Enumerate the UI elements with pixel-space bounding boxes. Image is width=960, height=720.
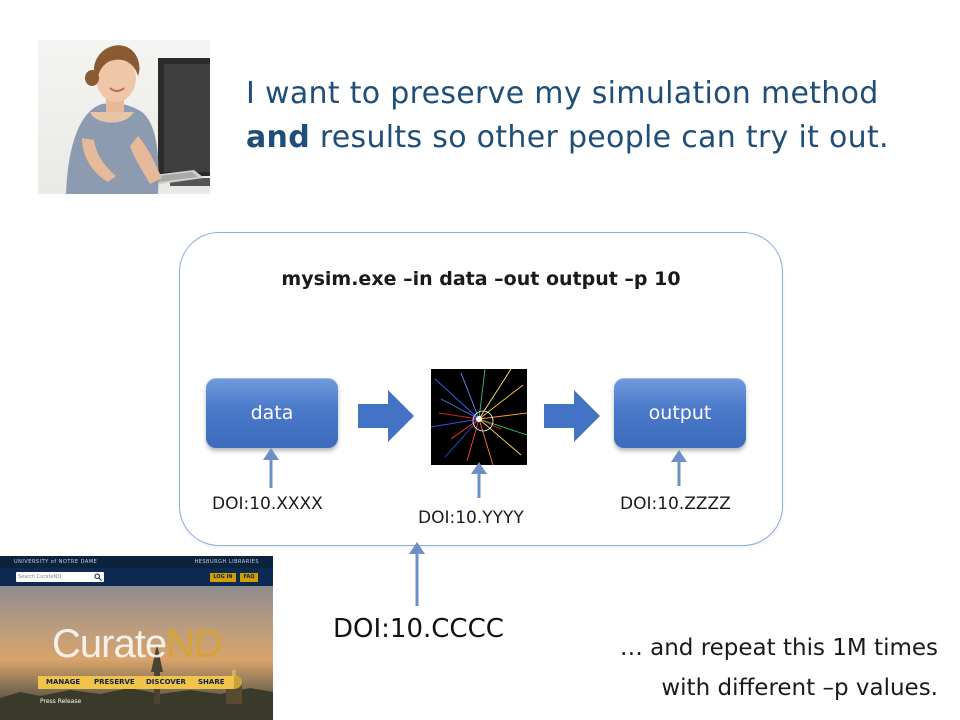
right-arrow-icon xyxy=(544,390,600,442)
curatend-nav-discover: DISCOVER xyxy=(146,678,186,686)
repeat-note: … and repeat this 1M times with differen… xyxy=(560,628,938,708)
doi-output-label: DOI:10.ZZZZ xyxy=(620,494,731,514)
up-arrow-icon xyxy=(471,462,487,498)
search-icon xyxy=(94,573,102,581)
simulation-image xyxy=(430,368,528,466)
curatend-press-release: Press Release xyxy=(40,698,82,705)
curatend-login-button: LOG IN xyxy=(210,573,236,582)
headline-line-2: and results so other people can try it o… xyxy=(246,116,926,160)
right-arrow-icon xyxy=(358,390,414,442)
curatend-search-bar: Search CurateND LOG IN FAQ xyxy=(0,568,273,586)
curatend-nav-manage: MANAGE xyxy=(46,678,81,686)
doi-package-label: DOI:10.CCCC xyxy=(333,614,504,644)
curatend-hero: CurateND MANAGE PRESERVE DISCOVER SHARE … xyxy=(0,586,273,720)
curatend-faq-button: FAQ xyxy=(240,573,258,582)
curatend-top-bar: UNIVERSITY of NOTRE DAME HESBURGH LIBRAR… xyxy=(0,556,273,568)
headline-line-1: I want to preserve my simulation method xyxy=(246,76,879,111)
data-box: data xyxy=(206,378,338,448)
curatend-search-input: Search CurateND xyxy=(16,572,104,582)
command-line: mysim.exe –in data –out output –p 10 xyxy=(281,268,681,290)
doi-input-label: DOI:10.XXXX xyxy=(212,494,323,514)
curatend-logo: CurateND xyxy=(52,622,223,667)
repeat-note-line-1: … and repeat this 1M times xyxy=(619,635,938,661)
curatend-library-label: HESBURGH LIBRARIES xyxy=(194,559,259,565)
curatend-university-label: UNIVERSITY of NOTRE DAME xyxy=(14,559,98,565)
curatend-logo-accent: ND xyxy=(166,622,223,666)
woman-at-computer-image xyxy=(38,40,210,194)
curatend-screenshot: UNIVERSITY of NOTRE DAME HESBURGH LIBRAR… xyxy=(0,556,273,720)
up-arrow-icon xyxy=(263,448,279,488)
headline-line-2-rest: results so other people can try it out. xyxy=(309,120,889,155)
curatend-logo-main: Curate xyxy=(52,622,167,666)
curatend-nav-share: SHARE xyxy=(198,678,225,686)
output-box: output xyxy=(614,378,746,448)
curatend-nav-preserve: PRESERVE xyxy=(94,678,135,686)
curatend-nav: MANAGE PRESERVE DISCOVER SHARE xyxy=(38,676,234,689)
headline-emphasis: and xyxy=(246,120,310,155)
headline: I want to preserve my simulation method … xyxy=(246,72,926,160)
doi-method-label: DOI:10.YYYY xyxy=(418,508,524,528)
up-arrow-icon xyxy=(409,542,425,606)
up-arrow-icon xyxy=(671,450,687,486)
repeat-note-line-2: with different –p values. xyxy=(661,675,938,701)
